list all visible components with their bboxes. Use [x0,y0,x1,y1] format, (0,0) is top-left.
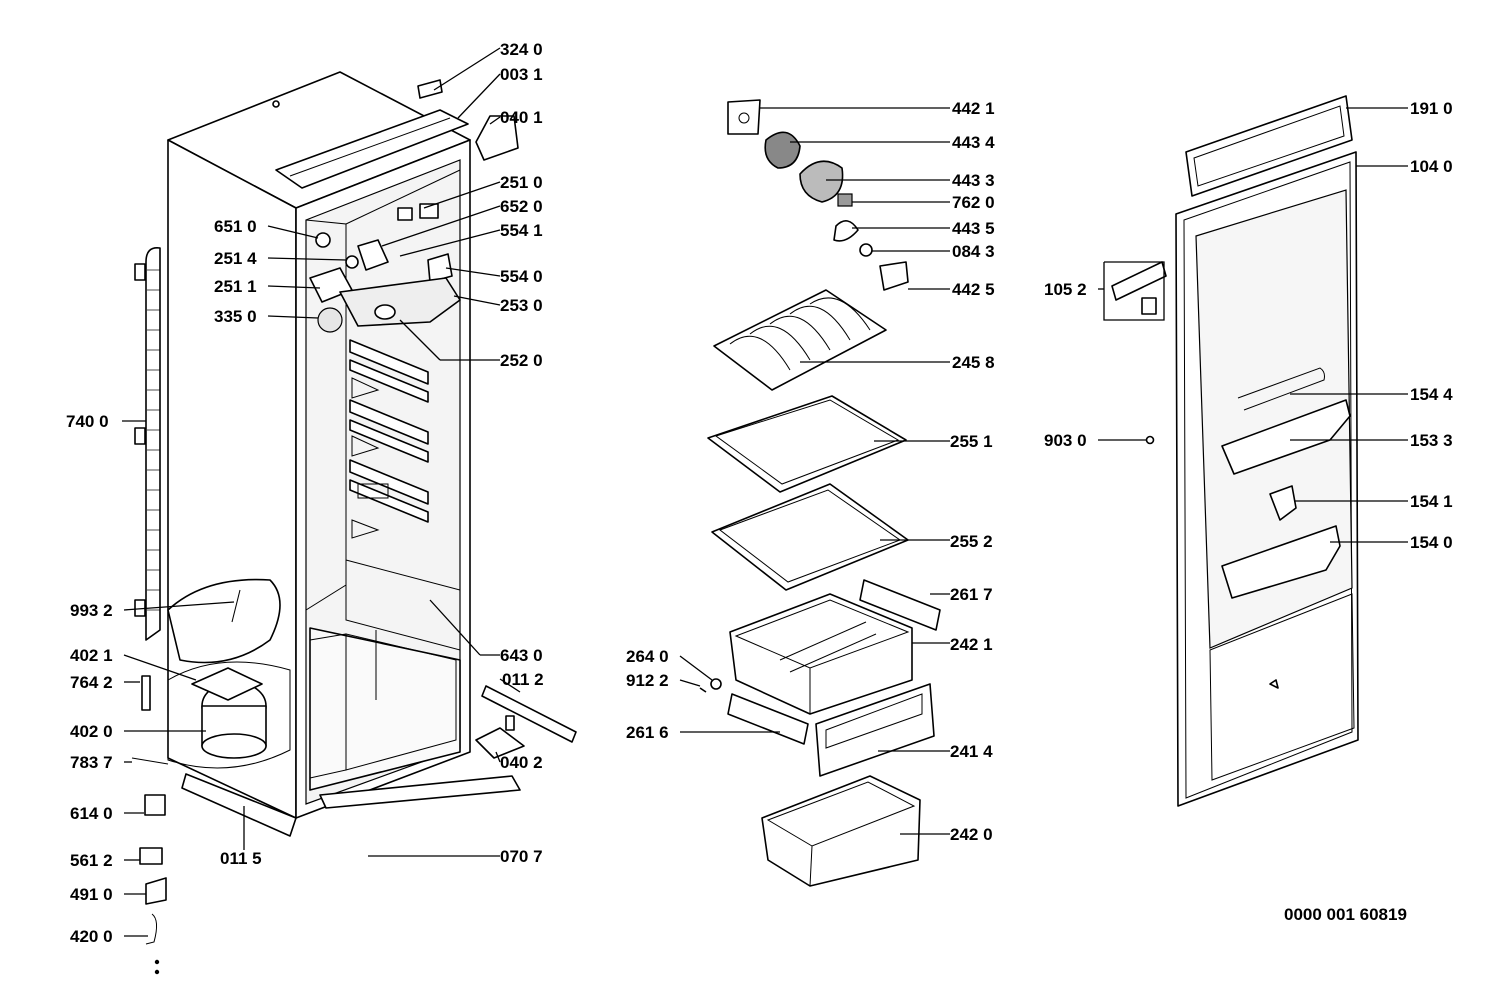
callout-0031: 003 1 [500,65,543,84]
callout-4021: 402 1 [70,646,113,665]
callout-1540: 154 0 [1410,533,1453,552]
shelves-drawing [707,289,909,591]
callout-labels: 324 0 003 1 040 1 251 0 652 0 554 1 554 … [66,40,1453,946]
callout-2617: 261 7 [950,585,993,604]
callout-4425: 442 5 [952,280,995,299]
callout-0843: 084 3 [952,242,995,261]
callout-2552: 255 2 [950,532,993,551]
callout-2458: 245 8 [952,353,995,372]
callout-6510: 651 0 [214,217,257,236]
callout-4434: 443 4 [952,133,995,152]
callout-6520: 652 0 [500,197,543,216]
callout-1541: 154 1 [1410,492,1453,511]
callout-0115: 011 5 [220,849,262,868]
callout-2514: 251 4 [214,249,257,268]
callout-0112: 011 2 [502,670,544,689]
callout-0402: 040 2 [500,753,543,772]
callout-2421: 242 1 [950,635,993,654]
top-small-parts [309,79,519,333]
callout-9932: 993 2 [70,601,113,620]
bottom-strips [181,685,577,837]
callout-1533: 153 3 [1410,431,1453,450]
callout-5612: 561 2 [70,851,113,870]
callout-9030: 903 0 [1044,431,1087,450]
leader-lines [122,47,1408,937]
callout-4910: 491 0 [70,885,113,904]
callout-1052: 105 2 [1044,280,1087,299]
callout-1910: 191 0 [1410,99,1453,118]
callout-1040: 104 0 [1410,157,1453,176]
callout-2510: 251 0 [500,173,543,192]
callout-4421: 442 1 [952,99,995,118]
callout-7620: 762 0 [952,193,995,212]
compressor-drawing [131,578,291,975]
callout-7837: 783 7 [70,753,113,772]
shelf-rails [349,339,429,539]
callout-0707: 070 7 [500,847,543,866]
callout-2420: 242 0 [950,825,993,844]
callout-5541: 554 1 [500,221,543,240]
callout-2530: 253 0 [500,296,543,315]
callout-4433: 443 3 [952,171,995,190]
callout-2551: 255 1 [950,432,993,451]
callout-2414: 241 4 [950,742,993,761]
callout-7400: 740 0 [66,412,109,431]
callout-2520: 252 0 [500,351,543,370]
callout-4435: 443 5 [952,219,995,238]
fan-parts-drawing [727,99,909,291]
callout-6140: 614 0 [70,804,113,823]
document-code: 0000 001 60819 [1284,905,1407,924]
callout-2511: 251 1 [214,277,257,296]
drawers-drawing [699,579,941,887]
callout-4200: 420 0 [70,927,113,946]
callout-5540: 554 0 [500,267,543,286]
callout-9122: 912 2 [626,671,669,690]
callout-4020: 402 0 [70,722,113,741]
door-drawing [1111,95,1359,807]
callout-2640: 264 0 [626,647,669,666]
callout-1544: 154 4 [1410,385,1453,404]
callout-6430: 643 0 [500,646,543,665]
callout-3240: 324 0 [500,40,543,59]
side-panel-drawing [134,246,161,641]
callout-7642: 764 2 [70,673,113,692]
callout-0401: 040 1 [500,108,543,127]
callout-2616: 261 6 [626,723,669,742]
callout-3350: 335 0 [214,307,257,326]
